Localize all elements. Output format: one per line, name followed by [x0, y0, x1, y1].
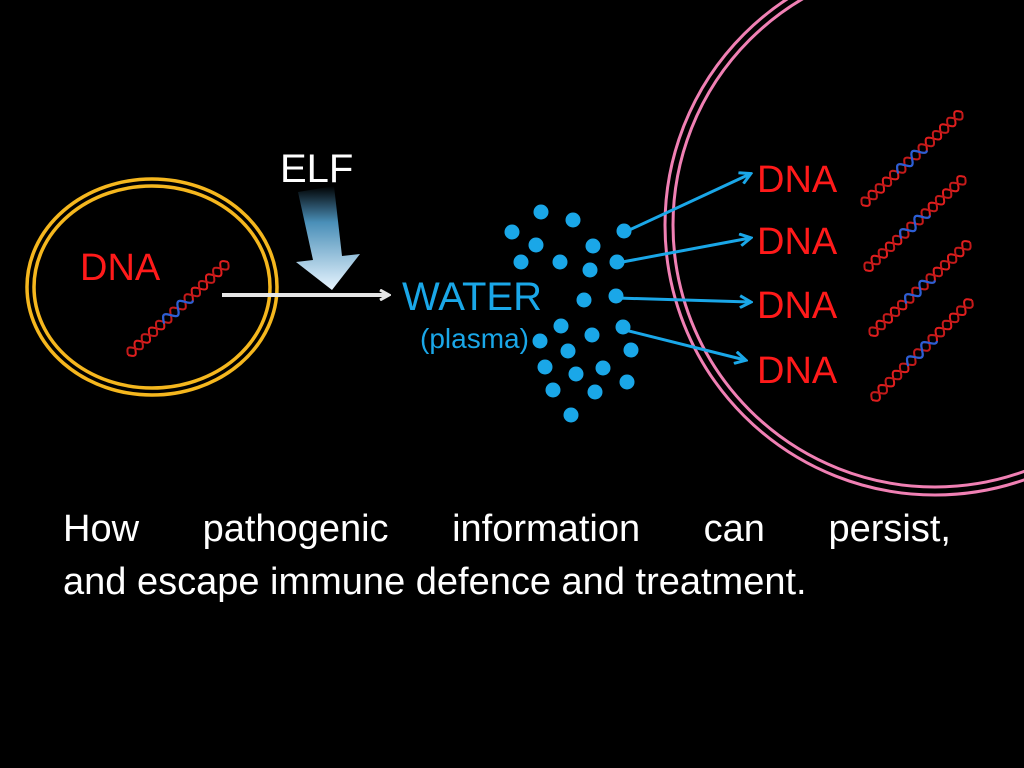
- water-droplet: [553, 318, 569, 334]
- water-droplet: [537, 359, 553, 375]
- water-droplet: [504, 224, 520, 240]
- double-helix-icon: [870, 298, 974, 402]
- water-droplet: [563, 407, 579, 423]
- water-droplet: [619, 374, 635, 390]
- water-droplet: [552, 254, 568, 270]
- water-droplet: [513, 254, 529, 270]
- water-droplet: [576, 292, 592, 308]
- elf-label: ELF: [280, 147, 353, 191]
- double-helix-icon: [860, 110, 964, 207]
- double-helix-icon: [126, 260, 230, 357]
- water-droplet: [533, 204, 549, 220]
- dna-copy-helices: [860, 110, 974, 402]
- dna-copy-label: DNA: [757, 221, 838, 263]
- elf-down-arrow: [296, 186, 360, 290]
- water-droplet: [582, 262, 598, 278]
- source-dna-label: DNA: [80, 247, 161, 289]
- caption-line-1: How pathogenic information can persist,: [63, 508, 951, 550]
- dna-copy-label: DNA: [757, 285, 838, 327]
- slide-caption: How pathogenic information can persist, …: [63, 503, 951, 609]
- double-helix-icon: [868, 240, 972, 337]
- host-cell-outline: [663, 0, 1024, 497]
- water-label: WATER: [402, 275, 542, 319]
- arrow-to-dna-1: [624, 174, 750, 234]
- arrow-to-dna-4: [624, 328, 745, 360]
- plasma-label: (plasma): [420, 323, 529, 354]
- pathogen-cell-outline: [25, 177, 279, 397]
- water-droplet: [623, 342, 639, 358]
- water-droplet: [545, 382, 561, 398]
- arrow-to-dna-2: [616, 238, 750, 265]
- dna-copy-label: DNA: [757, 350, 838, 392]
- dna-copy-label: DNA: [757, 159, 838, 201]
- water-droplet: [585, 238, 601, 254]
- water-droplets-icon: [504, 204, 639, 423]
- double-helix-icon: [863, 175, 967, 272]
- water-droplet: [595, 360, 611, 376]
- caption-line-2: and escape immune defence and treatment.: [63, 561, 807, 603]
- water-droplet: [568, 366, 584, 382]
- water-droplet: [587, 384, 603, 400]
- double-helix-icon: [126, 260, 230, 357]
- arrow-to-dna-3: [616, 298, 750, 302]
- water-droplet: [608, 288, 624, 304]
- water-droplet: [528, 237, 544, 253]
- water-droplet: [560, 343, 576, 359]
- water-droplet: [584, 327, 600, 343]
- replication-arrows: [616, 174, 750, 360]
- water-droplet: [532, 333, 548, 349]
- water-droplet: [565, 212, 581, 228]
- water-droplet: [616, 223, 632, 239]
